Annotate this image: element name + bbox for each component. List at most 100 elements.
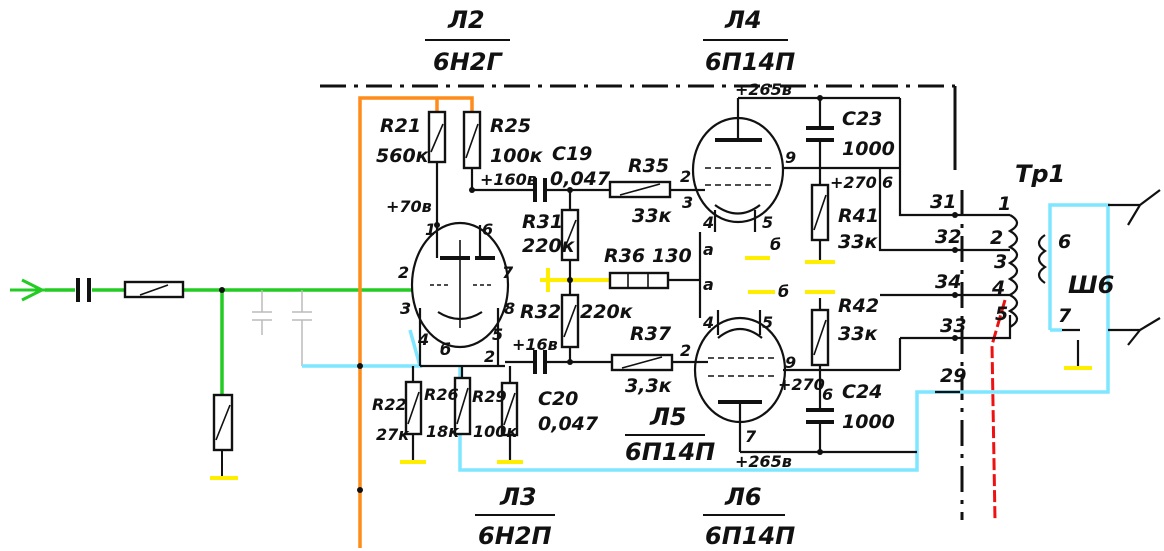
mark-b1: б	[440, 340, 451, 359]
output-wiring	[878, 98, 1012, 394]
v160-label: +160в	[480, 170, 537, 189]
mark-b3: б	[778, 282, 789, 301]
r32-value: 220к	[580, 301, 634, 323]
transformer-tr1	[1007, 189, 1161, 370]
r35-value: 33к	[632, 205, 672, 227]
junction-dots	[219, 95, 958, 493]
pin-tr-31: 31	[930, 191, 956, 213]
r22-ref: R22	[372, 395, 407, 414]
pin-l5-5: 5	[762, 313, 773, 332]
r42-ref: R42	[838, 295, 879, 317]
r25-ref: R25	[490, 115, 531, 137]
pin-l5-7: 7	[745, 427, 757, 446]
pin-l5-2: 2	[680, 341, 691, 360]
v270-top-label: +270	[830, 173, 877, 192]
pin-l2-8: 8	[504, 299, 515, 318]
c19-ref: C19	[552, 143, 592, 165]
pin-tr-5: 5	[995, 303, 1008, 325]
r42-value: 33к	[838, 323, 878, 345]
pin-l2-6: 6	[482, 220, 493, 239]
sh6-label: Ш6	[1068, 271, 1114, 299]
grid-resistors	[540, 190, 702, 362]
v270-bottom-label: +270	[778, 375, 825, 394]
pin-l5-6: 6	[822, 385, 833, 404]
v16-label: +16в	[512, 335, 558, 354]
pin-tr-6: 6	[1058, 231, 1071, 253]
tube-l5-type: 6П14П	[625, 438, 715, 466]
pin-l4-9: 9	[785, 148, 796, 167]
r41-ref: R41	[838, 205, 879, 227]
tube-l6-type: 6П14П	[705, 522, 795, 550]
v70-label: +70в	[386, 197, 432, 216]
r21-ref: R21	[380, 115, 421, 137]
tube-l3-ref: Л3	[499, 483, 537, 511]
pin-l2-3: 3	[400, 299, 411, 318]
pin-tr-2: 2	[990, 227, 1003, 249]
pin-l4-6: 6	[882, 173, 893, 192]
pin-l4-4: 4	[702, 213, 714, 232]
c19-value: 0,047	[550, 168, 611, 190]
r26-ref: R26	[424, 385, 459, 404]
tube-l5-ref: Л5	[649, 403, 687, 431]
pin-tr-1: 1	[998, 193, 1011, 215]
pin-l5-4: 4	[702, 313, 714, 332]
c20-value: 0,047	[538, 413, 599, 435]
c23-ref: C23	[842, 108, 882, 130]
pin-l2-5: 5	[492, 325, 503, 344]
v265-top-label: +265в	[735, 80, 792, 99]
tube-l2-ref: Л2	[447, 6, 485, 34]
tube-l5	[693, 310, 917, 454]
r36-ref: R36	[604, 245, 645, 267]
r35-ref: R35	[628, 155, 669, 177]
pin-tr-7: 7	[1058, 305, 1072, 327]
pin-l2-4: 4	[417, 330, 429, 349]
v265-bottom-label: +265в	[735, 452, 792, 471]
stray-capacitors	[252, 290, 312, 366]
pin-l4-3: 3	[682, 193, 693, 212]
c24-ref: C24	[842, 381, 882, 403]
cathode-network	[400, 364, 523, 464]
c23-value: 1000	[842, 138, 895, 160]
r37-value: 3,3к	[625, 375, 673, 397]
r21-value: 560к	[376, 145, 430, 167]
r32-ref: R32	[520, 301, 561, 323]
feedback-path	[358, 96, 474, 548]
r37-ref: R37	[630, 323, 672, 345]
pin-tr-32: 32	[935, 226, 961, 248]
r36-value: 130	[652, 245, 692, 267]
mark-a1: а	[703, 240, 714, 259]
pin-l2-2b: 2	[484, 347, 495, 366]
pin-tr-34: 34	[935, 271, 961, 293]
mark-a2: а	[703, 275, 714, 294]
tr1-label: Тр1	[1015, 160, 1065, 188]
r22-value: 27к	[376, 425, 410, 444]
pin-tr-33: 33	[940, 315, 966, 337]
pin-l4-5: 5	[762, 213, 773, 232]
r41-value: 33к	[838, 231, 878, 253]
pin-tr-4: 4	[991, 277, 1005, 299]
pin-l2-1: 1	[425, 220, 436, 239]
pin-l2-2: 2	[398, 263, 409, 282]
pin-l4-2: 2	[680, 167, 691, 186]
r29-value: 100к	[473, 422, 518, 441]
pin-l5-9: 9	[785, 353, 796, 372]
pin-l2-7: 7	[502, 263, 514, 282]
pin-tr-29: 29	[940, 365, 966, 387]
input-signal-path	[10, 278, 412, 480]
r31-value: 220к	[522, 235, 576, 257]
tube-l6-ref: Л6	[724, 483, 762, 511]
mark-b2: б	[770, 235, 781, 254]
tube-l2-type: 6Н2Г	[433, 48, 503, 76]
r26-value: 18к	[426, 422, 460, 441]
tube-l2	[410, 162, 535, 366]
c24-value: 1000	[842, 411, 895, 433]
tube-l4-ref: Л4	[724, 6, 762, 34]
r25-value: 100к	[490, 145, 544, 167]
tube-l4-type: 6П14П	[705, 48, 795, 76]
screen-network	[745, 98, 835, 452]
r31-ref: R31	[522, 211, 563, 233]
tube-l3-type: 6Н2П	[478, 522, 552, 550]
pin-tr-3: 3	[994, 251, 1007, 273]
